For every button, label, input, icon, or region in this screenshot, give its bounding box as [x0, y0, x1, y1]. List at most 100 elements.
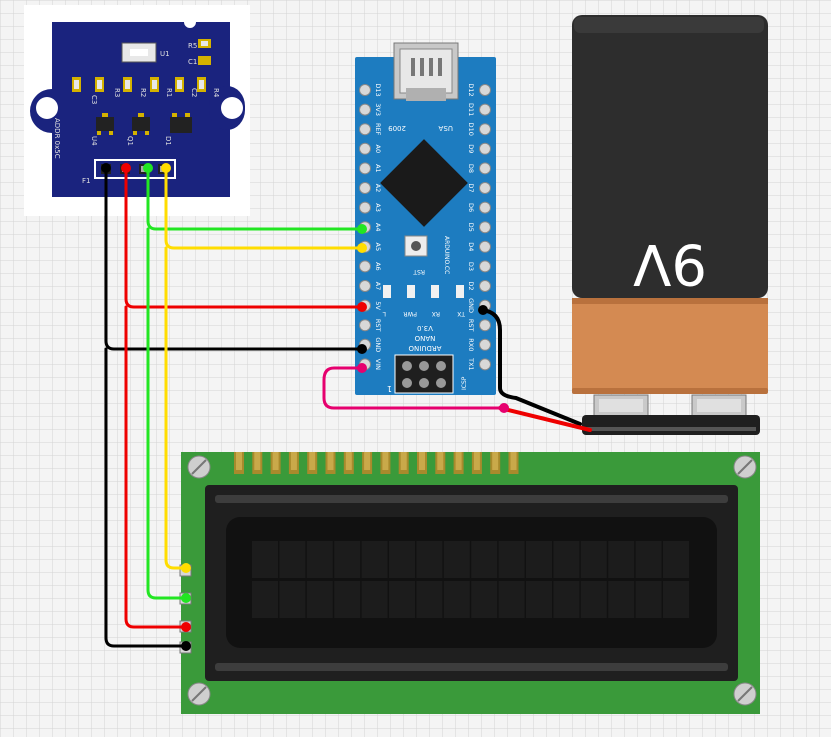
lcd-cell: [252, 581, 278, 618]
mount-hole-right: [221, 97, 243, 119]
nano-pin-label-gnd: GND: [374, 337, 382, 352]
lcd-cell: [443, 541, 470, 578]
nano-pin-label-vin: VIN: [374, 359, 382, 370]
wire-end-lcd-yellow[interactable]: [181, 563, 191, 573]
label-c2: C2: [190, 88, 198, 97]
wire-end-lcd-green[interactable]: [181, 593, 191, 603]
nano-pin-3v3[interactable]: [359, 103, 371, 116]
nano-pin-r-d8[interactable]: [479, 162, 491, 175]
nano-pin-a2[interactable]: [359, 182, 371, 194]
lcd-cell: [252, 541, 278, 578]
nano-pin-r-rst[interactable]: [479, 319, 491, 332]
lcd-cell: [279, 581, 306, 618]
nano-pin-label-5v: 5V: [374, 301, 382, 310]
label-r2: R2: [139, 88, 147, 97]
lcd-cell: [279, 541, 306, 578]
label-led-tx: TX: [457, 310, 466, 317]
wire-end-a5[interactable]: [357, 243, 367, 253]
nano-pin-label-r-d5: D5: [467, 223, 475, 232]
wire-end-lcd-red[interactable]: [181, 622, 191, 632]
nano-pin-a3[interactable]: [359, 201, 371, 214]
nano-pin-a0[interactable]: [359, 142, 371, 155]
label-led-pwr: PWR: [403, 310, 417, 317]
nano-pin-label-a3: A3: [374, 203, 382, 212]
label-d1: D1: [164, 136, 172, 146]
nano-pin-label-3v3: 3V3: [374, 103, 382, 116]
lcd-cell: [663, 581, 689, 618]
label-addr: ADDR 0x5C: [53, 118, 61, 159]
battery-9v[interactable]: 9V: [572, 15, 768, 435]
nano-pin-label-a0: A0: [374, 145, 382, 154]
lcd-cell: [580, 541, 607, 578]
nano-pin-r-tx1[interactable]: [479, 358, 491, 371]
nano-pin-r-d3[interactable]: [479, 260, 491, 273]
wire-green-lcd: [146, 227, 188, 600]
lcd-cell: [663, 541, 689, 578]
lcd-cell: [526, 581, 552, 618]
lcd-cell: [306, 581, 333, 618]
nano-pin-label-a6: A6: [374, 262, 382, 271]
nano-pin-r-d7[interactable]: [479, 182, 491, 194]
icsp-header[interactable]: [394, 354, 454, 394]
nano-pin-label-ref: REF: [374, 123, 382, 136]
lcd-cell: [443, 581, 470, 618]
nano-pin-a7[interactable]: [359, 280, 371, 292]
lcd-cell: [416, 581, 443, 618]
label-u4: U4: [90, 136, 98, 146]
wire-end-battery-junction[interactable]: [499, 403, 509, 413]
lcd-16x2[interactable]: [179, 452, 760, 714]
capacitor-c1: [198, 56, 211, 65]
nano-pin-a1[interactable]: [359, 162, 371, 175]
wires[interactable]: [101, 163, 592, 651]
wire-red-sensor-5v: [124, 166, 364, 309]
wire-end-a4[interactable]: [357, 224, 367, 234]
arduino-nano[interactable]: USA 2009 RST ARDUINO.CC L PWR RX TX V3.0…: [355, 42, 496, 395]
label-icsp: ICSP: [461, 376, 468, 390]
smd-row: [72, 77, 206, 92]
lcd-cell: [498, 541, 525, 578]
nano-pin-r-rx0[interactable]: [479, 338, 491, 351]
wire-end-sensor-vcc[interactable]: [121, 163, 131, 173]
nano-pin-ref[interactable]: [359, 123, 371, 136]
nano-pin-r-d2[interactable]: [479, 280, 491, 292]
nano-pin-r-d9[interactable]: [479, 142, 491, 155]
wire-end-gnd-right[interactable]: [478, 305, 488, 315]
wire-end-sensor-sda[interactable]: [143, 163, 153, 173]
light-sensor-module[interactable]: U1 R5 C1 C3 R3 R2 R1 C2 R4 U4: [24, 5, 250, 216]
lcd-cell: [471, 541, 498, 578]
wire-end-lcd-black[interactable]: [181, 641, 191, 651]
nano-pin-r-d11[interactable]: [479, 103, 491, 116]
lcd-cell: [306, 541, 333, 578]
lcd-cell: [553, 541, 580, 578]
nano-pin-d13[interactable]: [359, 84, 371, 96]
wire-end-5v[interactable]: [357, 302, 367, 312]
lcd-cell: [526, 541, 552, 578]
smd-transistors: [96, 113, 192, 135]
lcd-cell: [361, 581, 388, 618]
nano-pin-r-d6[interactable]: [479, 201, 491, 214]
lcd-cell: [389, 541, 415, 578]
nano-pin-a6[interactable]: [359, 260, 371, 273]
nano-pin-r-d12[interactable]: [479, 84, 491, 96]
wire-green-sensor-a4: [146, 166, 364, 231]
nano-pin-r-d5[interactable]: [479, 221, 491, 234]
nano-pin-label-r-d6: D6: [467, 203, 475, 212]
wire-end-gnd[interactable]: [357, 344, 367, 354]
nano-pin-rst[interactable]: [359, 319, 371, 332]
label-r1: R1: [165, 88, 173, 97]
wire-end-sensor-gnd[interactable]: [101, 163, 111, 173]
nano-pin-r-d4[interactable]: [479, 240, 491, 253]
label-r3: R3: [113, 88, 121, 97]
status-leds: [383, 285, 464, 298]
wire-end-vin[interactable]: [357, 363, 367, 373]
label-usa: USA: [438, 124, 453, 132]
lcd-cell: [471, 581, 498, 618]
nano-pin-label-a1: A1: [374, 164, 382, 173]
wire-battery-black: [480, 308, 582, 426]
lcd-header-pins[interactable]: [234, 452, 519, 474]
label-led-rx: RX: [432, 310, 440, 317]
wire-end-sensor-scl[interactable]: [161, 163, 171, 173]
nano-pin-r-d10[interactable]: [479, 123, 491, 136]
